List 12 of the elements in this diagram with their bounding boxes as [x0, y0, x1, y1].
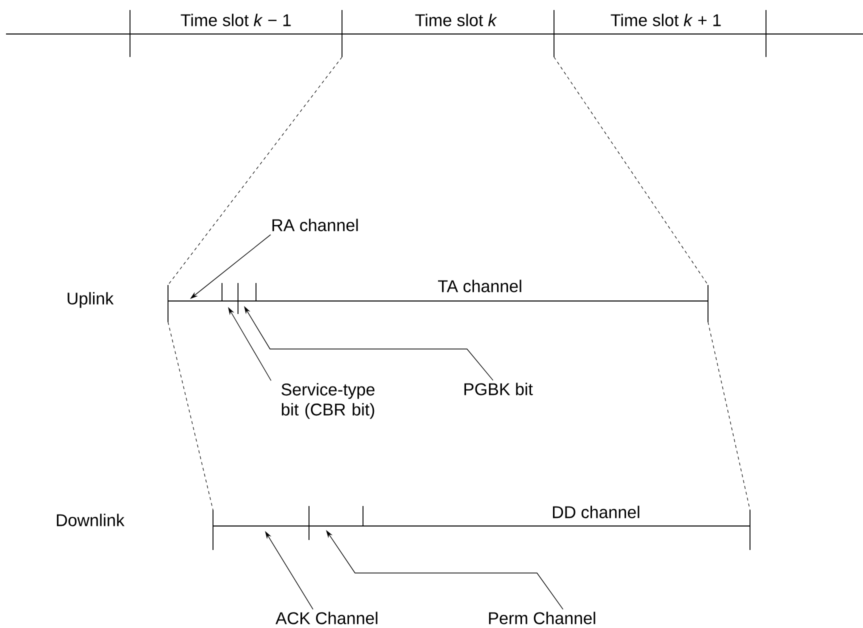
link-label: Downlink [56, 514, 124, 526]
link-label: Uplink [68, 292, 114, 308]
slot-label: Time slot k + 1 [610, 14, 721, 26]
channel-label: PGBK bit [464, 382, 533, 396]
channel-label: TA channel [438, 280, 522, 292]
channel-label: DD channel [552, 506, 640, 518]
channel-label: ACK Channel [276, 612, 378, 624]
channel-label: RA channel [272, 218, 358, 232]
channel-label: Service-type bit (CBR bit) [282, 383, 374, 419]
channel-label: Perm Channel [489, 612, 596, 624]
slot-label: Time slot k − 1 [180, 14, 291, 26]
slot-label: Time slot k [415, 14, 498, 26]
